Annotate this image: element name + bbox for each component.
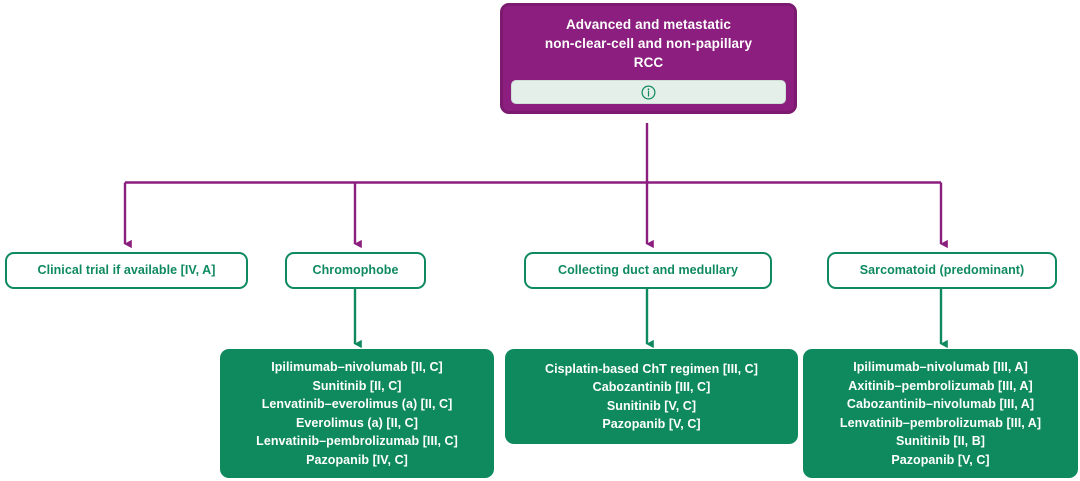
category-node-chromophobe[interactable]: Chromophobe (285, 252, 426, 289)
treatment-box-collecting-duct-medullary: Cisplatin-based ChT regimen [III, C] Cab… (505, 349, 798, 444)
treatment-line: Lenvatinib–pembrolizumab [III, C] (256, 434, 458, 448)
treatment-line: Everolimus (a) [II, C] (296, 415, 418, 430)
treatment-line: Axitinib–pembrolizumab [III, A] (848, 378, 1033, 393)
treatment-line: Sunitinib [V, C] (606, 398, 697, 413)
category-label: Clinical trial if available [IV, A] (37, 263, 216, 277)
root-node-advanced-metastatic-rcc: Advanced and metastatic non-clear-cell a… (500, 3, 797, 114)
treatment-line: Sunitinib [II, B] (895, 434, 986, 448)
category-node-clinical-trial[interactable]: Clinical trial if available [IV, A] (5, 252, 248, 289)
info-circle-icon (641, 85, 656, 99)
root-node-title: Advanced and metastatic non-clear-cell a… (544, 17, 753, 70)
treatment-line: Cisplatin-based ChT regimen [III, C] (545, 361, 758, 376)
treatment-box-sarcomatoid: Ipilimumab–nivolumab [III, A] Axitinib–p… (803, 349, 1078, 478)
treatment-line: Lenvatinib–pembrolizumab [III, A] (839, 415, 1042, 430)
treatment-line: Lenvatinib–everolimus (a) [II, C] (261, 397, 453, 411)
treatment-line: Sunitinib [II, C] (312, 378, 402, 393)
category-label: Chromophobe (312, 263, 399, 277)
category-label: Collecting duct and medullary (558, 263, 738, 277)
category-label: Sarcomatoid (predominant) (859, 263, 1025, 277)
treatment-line: Pazopanib [IV, C] (306, 452, 408, 467)
category-node-collecting-duct-medullary[interactable]: Collecting duct and medullary (524, 252, 772, 289)
category-node-sarcomatoid[interactable]: Sarcomatoid (predominant) (827, 252, 1057, 289)
treatment-line: Ipilimumab–nivolumab [III, A] (853, 360, 1028, 374)
treatment-line: Pazopanib [V, C] (602, 417, 701, 431)
treatment-line: Cabozantinib–nivolumab [III, A] (846, 397, 1035, 411)
treatment-line: Cabozantinib [III, C] (592, 380, 711, 394)
treatment-box-chromophobe: Ipilimumab–nivolumab [II, C] Sunitinib [… (220, 349, 494, 478)
treatment-line: Ipilimumab–nivolumab [II, C] (271, 360, 443, 374)
root-info-button[interactable] (511, 80, 786, 104)
treatment-line: Pazopanib [V, C] (891, 452, 990, 467)
